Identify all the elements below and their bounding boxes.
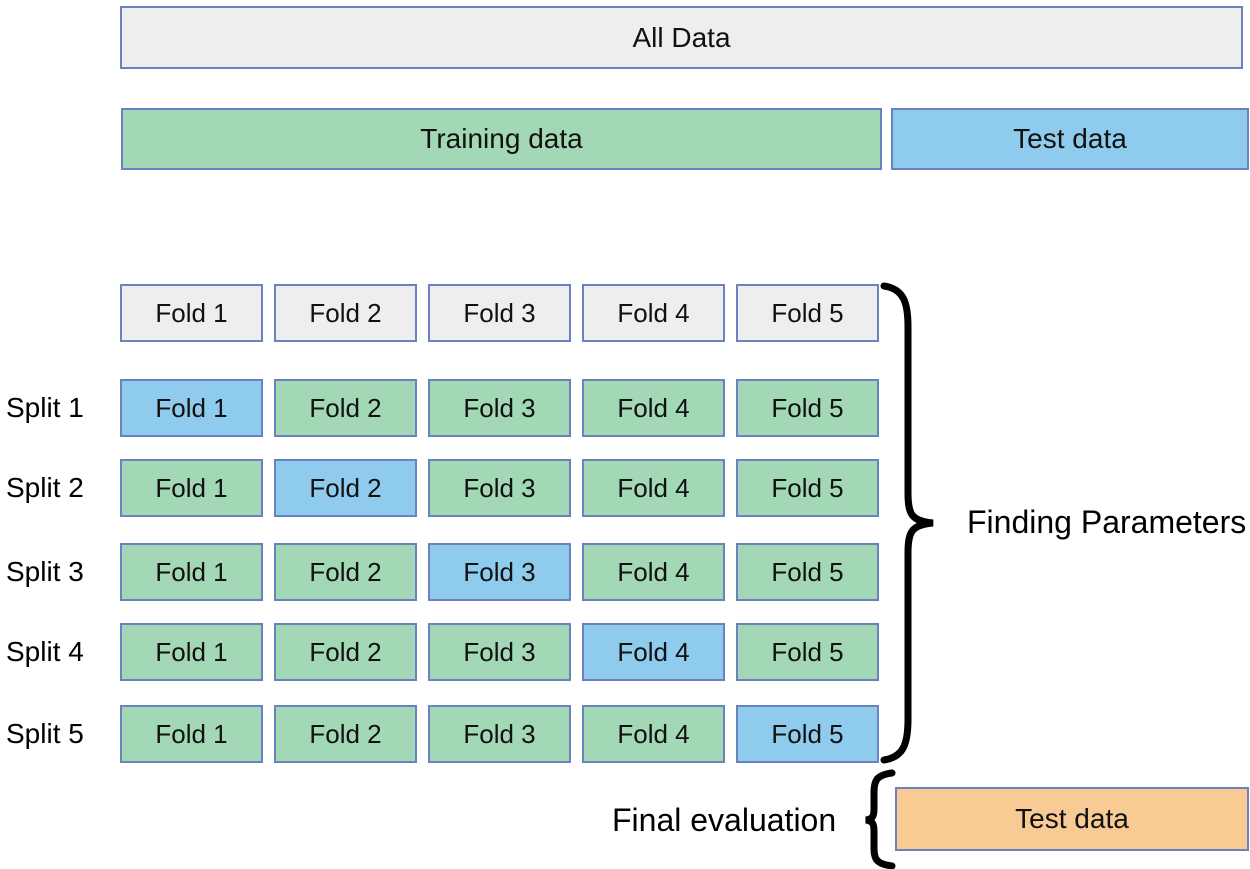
- fold-cell-train: Fold 2: [274, 623, 417, 681]
- split-row-label: Split 4: [6, 636, 84, 667]
- fold-cell-train: Fold 2: [274, 705, 417, 763]
- fold-cell-validation: Fold 4: [582, 623, 725, 681]
- split-row-label: Split 5: [6, 718, 84, 749]
- fold-cell-train: Fold 4: [582, 543, 725, 601]
- finding-parameters-brace-icon: [880, 282, 934, 764]
- fold-header-cell: Fold 4: [582, 284, 725, 342]
- fold-cell-train: Fold 4: [582, 705, 725, 763]
- split-row-label: Split 2: [6, 472, 84, 503]
- fold-cell-train: Fold 2: [274, 379, 417, 437]
- final-evaluation-label: Final evaluation: [612, 802, 837, 838]
- fold-header-cell: Fold 5: [736, 284, 879, 342]
- fold-cell-validation: Fold 1: [120, 379, 263, 437]
- fold-cell-train: Fold 5: [736, 459, 879, 517]
- fold-cell-train: Fold 3: [428, 459, 571, 517]
- fold-cell-train: Fold 2: [274, 543, 417, 601]
- split-row-label: Split 3: [6, 556, 84, 587]
- fold-header-cell: Fold 2: [274, 284, 417, 342]
- test-data-bar: Test data: [891, 108, 1249, 170]
- finding-parameters-label: Finding Parameters: [967, 504, 1247, 540]
- fold-cell-validation: Fold 5: [736, 705, 879, 763]
- final-test-data-box: Test data: [895, 787, 1249, 851]
- fold-header-cell: Fold 1: [120, 284, 263, 342]
- training-data-bar: Training data: [121, 108, 882, 170]
- fold-cell-train: Fold 5: [736, 623, 879, 681]
- fold-cell-train: Fold 3: [428, 379, 571, 437]
- fold-cell-train: Fold 1: [120, 459, 263, 517]
- fold-cell-train: Fold 3: [428, 705, 571, 763]
- fold-cell-train: Fold 1: [120, 543, 263, 601]
- fold-cell-train: Fold 1: [120, 705, 263, 763]
- fold-cell-train: Fold 5: [736, 379, 879, 437]
- fold-cell-train: Fold 1: [120, 623, 263, 681]
- fold-header-cell: Fold 3: [428, 284, 571, 342]
- fold-cell-train: Fold 4: [582, 379, 725, 437]
- fold-cell-train: Fold 4: [582, 459, 725, 517]
- fold-cell-train: Fold 3: [428, 623, 571, 681]
- fold-cell-validation: Fold 2: [274, 459, 417, 517]
- all-data-bar: All Data: [120, 6, 1243, 69]
- fold-cell-validation: Fold 3: [428, 543, 571, 601]
- fold-cell-train: Fold 5: [736, 543, 879, 601]
- final-evaluation-brace-icon: [865, 769, 896, 869]
- split-row-label: Split 1: [6, 392, 84, 423]
